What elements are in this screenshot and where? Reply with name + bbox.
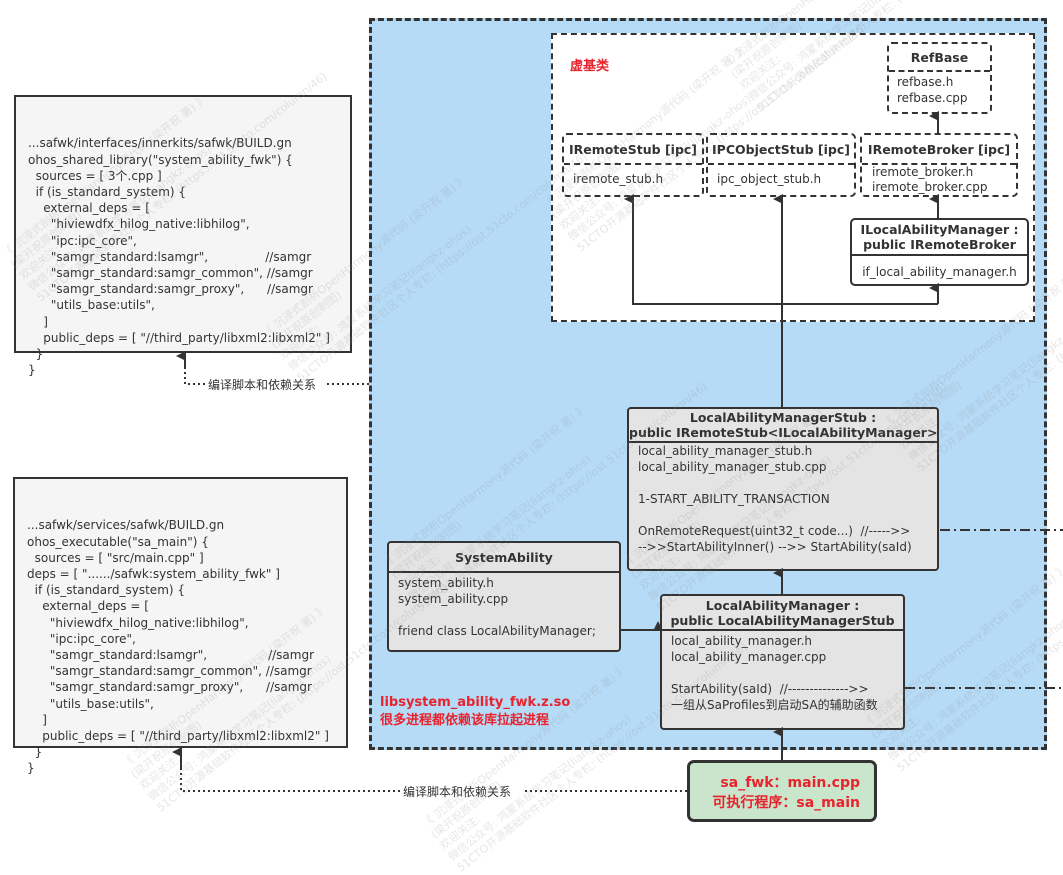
build-gn-fwk-line: ] (28, 314, 48, 329)
build-gn-main-line: "utils_base:utils", (27, 696, 154, 711)
sa-fwk-sa-main: 可执行程序：sa_main (712, 795, 860, 811)
class-iremote-stub-body: iremote_stub.h (573, 172, 664, 186)
class-ipc-object-stub: IPCObjectStub [ipc] ipc_object_stub.h (706, 133, 856, 197)
build-gn-main-line: public_deps = [ "//third_party/libxml2:l… (27, 729, 329, 744)
class-ipc-object-stub-header: IPCObjectStub [ipc] (708, 135, 854, 165)
build-gn-fwk-line: ohos_shared_library("system_ability_fwk"… (28, 152, 293, 167)
sa-fwk-executable: sa_fwk：main.cpp 可执行程序：sa_main (687, 760, 877, 822)
build-gn-fwk-line: } (28, 347, 44, 362)
class-lam-header: LocalAbilityManager : public LocalAbilit… (662, 596, 903, 631)
build-gn-main-line: ] (27, 712, 47, 727)
library-note-name: libsystem_ability_fwk.z.so (380, 695, 571, 710)
class-ilocal-ability-manager: ILocalAbilityManager : public IRemoteBro… (850, 218, 1029, 286)
build-gn-system-ability-fwk: ...safwk/interfaces/innerkits/safwk/BUIL… (14, 95, 352, 377)
build-gn-fwk-line: "samgr_standard:samgr_common", //samgr (28, 266, 313, 281)
build-gn-main-line: external_deps = [ (27, 599, 149, 614)
sa-fwk-main-cpp: sa_fwk：main.cpp (720, 775, 860, 791)
build-gn-main-line: "hiviewdfx_hilog_native:libhilog", (27, 615, 249, 630)
class-iremote-stub: IRemoteStub [ipc] iremote_stub.h (562, 133, 704, 197)
class-ilocal-ability-manager-header: ILocalAbilityManager : public IRemoteBro… (852, 220, 1027, 256)
class-iremote-broker-body: iremote_broker.h iremote_broker.cpp (872, 165, 988, 194)
build-gn-main-line: } (27, 761, 35, 776)
class-iremote-stub-header: IRemoteStub [ipc] (564, 135, 702, 165)
build-gn-fwk-line: external_deps = [ (28, 201, 150, 216)
build-gn-main-line: "ipc:ipc_core", (27, 631, 136, 646)
library-note: libsystem_ability_fwk.z.so 很多进程都依赖该库拉起进程 (380, 694, 570, 730)
build-gn-fwk-line: ...safwk/interfaces/innerkits/safwk/BUIL… (28, 136, 292, 151)
build-gn-fwk-line: "ipc:ipc_core", (28, 233, 137, 248)
build-gn-fwk-line: public_deps = [ "//third_party/libxml2:l… (28, 330, 330, 345)
build-gn-fwk-lines: ...safwk/interfaces/innerkits/safwk/BUIL… (28, 135, 342, 378)
build-gn-fwk-line: sources = [ 3个.cpp ] (28, 168, 162, 183)
class-system-ability-header: SystemAbility (389, 543, 619, 573)
class-lam-body: local_ability_manager.h local_ability_ma… (671, 634, 878, 712)
class-refbase: RefBase refbase.h refbase.cpp (887, 42, 992, 114)
class-ipc-object-stub-body: ipc_object_stub.h (717, 172, 822, 186)
build-gn-main-line: deps = [ "....../safwk:system_ability_fw… (27, 567, 280, 582)
build-gn-main-line: } (27, 745, 43, 760)
class-iremote-broker-header: IRemoteBroker [ipc] (862, 135, 1016, 165)
class-ilocal-ability-manager-body: if_local_ability_manager.h (862, 265, 1017, 279)
class-iremote-broker: IRemoteBroker [ipc] iremote_broker.h ire… (860, 133, 1018, 197)
class-lam-stub-header: LocalAbilityManagerStub : public IRemote… (629, 409, 937, 443)
build-gn-fwk-line: "samgr_standard:samgr_proxy", //samgr (28, 282, 313, 297)
class-system-ability: SystemAbility system_ability.h system_ab… (387, 541, 621, 652)
build-gn-main-line: if (is_standard_system) { (27, 583, 186, 598)
build-gn-main-line: "samgr_standard:samgr_common", //samgr (27, 664, 312, 679)
class-refbase-header: RefBase (889, 44, 990, 72)
build-gn-main-line: ohos_executable("sa_main") { (27, 534, 209, 549)
build-gn-main-line: ...safwk/services/safwk/BUILD.gn (27, 518, 225, 533)
build-gn-fwk-line: "samgr_standard:lsamgr", //samgr (28, 249, 312, 264)
build-gn-main-line: "samgr_standard:samgr_proxy", //samgr (27, 680, 312, 695)
build-gn-main-line: "samgr_standard:lsamgr", //samgr (27, 648, 314, 663)
virtual-base-title: 虚基类 (570, 59, 610, 74)
class-lam-stub-body: local_ability_manager_stub.h local_abili… (638, 444, 912, 554)
library-note-desc: 很多进程都依赖该库拉起进程 (380, 713, 550, 728)
class-refbase-body: refbase.h refbase.cpp (897, 75, 968, 105)
build-gn-fwk-line: "hiviewdfx_hilog_native:libhilog", (28, 217, 250, 232)
class-local-ability-manager-stub: LocalAbilityManagerStub : public IRemote… (627, 407, 939, 571)
edge-label-build-dep-bottom: 编译脚本和依赖关系 (403, 785, 512, 799)
class-system-ability-body: system_ability.h system_ability.cpp frie… (398, 576, 596, 638)
class-local-ability-manager: LocalAbilityManager : public LocalAbilit… (660, 594, 905, 730)
build-gn-main-line: sources = [ "src/main.cpp" ] (27, 550, 204, 565)
build-gn-fwk-line: "utils_base:utils", (28, 298, 155, 313)
build-gn-fwk-line: if (is_standard_system) { (28, 185, 187, 200)
build-gn-fwk-line: } (28, 363, 36, 378)
edge-label-build-dep-top: 编译脚本和依赖关系 (208, 378, 317, 392)
